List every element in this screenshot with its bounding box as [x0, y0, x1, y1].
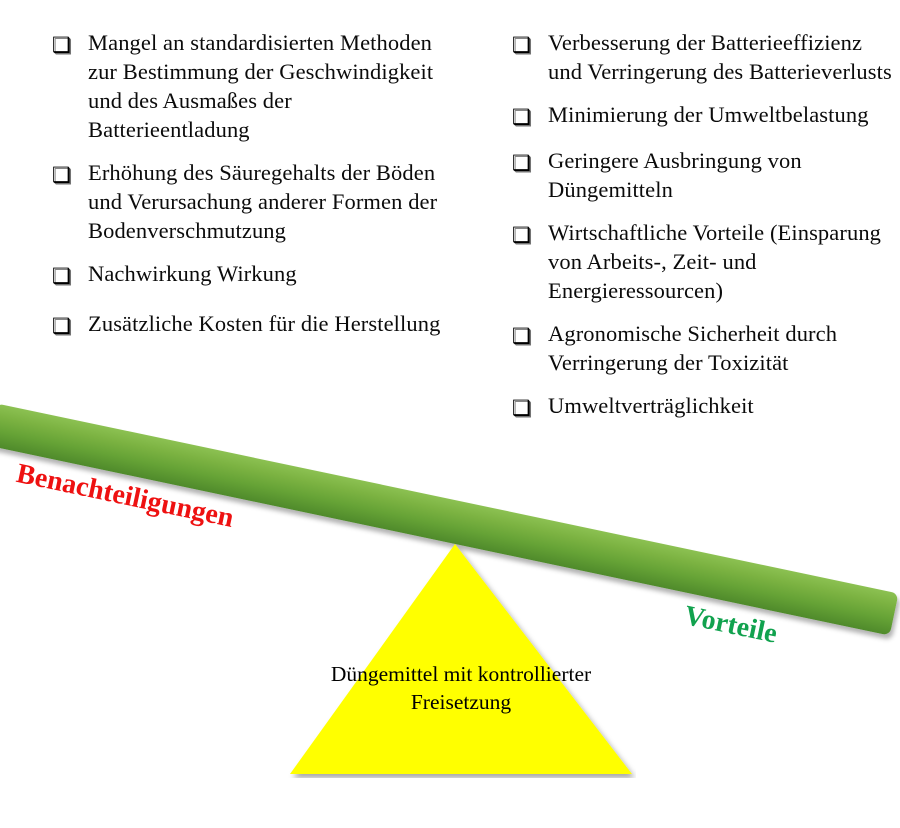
fulcrum-label: Düngemittel mit kontrollierter Freisetzu… [330, 662, 592, 714]
list-item: ❑ Nachwirkung Wirkung [52, 259, 452, 291]
checkbox-bullet-icon: ❑ [512, 223, 531, 247]
list-item: ❑ Umweltverträglichkeit [512, 391, 892, 423]
list-item-text: Wirtschaftliche Vorteile (Einsparung von… [548, 220, 882, 303]
checkbox-bullet-icon: ❑ [512, 105, 531, 129]
checkbox-bullet-icon: ❑ [512, 396, 531, 420]
list-item: ❑ Erhöhung des Säuregehalts der Böden un… [52, 158, 452, 245]
disadvantages-side-label: Benachteiligungen [13, 457, 237, 534]
list-item-text: Erhöhung des Säuregehalts der Böden und … [88, 160, 438, 243]
checkbox-bullet-icon: ❑ [52, 33, 71, 57]
disadvantages-bullet-list: ❑ Mangel an standardisierten Methoden zu… [52, 0, 452, 355]
advantages-side-label: Vorteile [681, 600, 780, 650]
advantages-bullet-list: ❑ Verbesserung der Batterieeffizienz und… [512, 0, 892, 437]
list-item: ❑ Geringere Ausbringung von Düngemitteln [512, 146, 892, 204]
checkbox-bullet-icon: ❑ [512, 324, 531, 348]
list-item-text: Mangel an standardisierten Methoden zur … [88, 30, 434, 142]
checkbox-bullet-icon: ❑ [52, 163, 71, 187]
list-item: ❑ Wirtschaftliche Vorteile (Einsparung v… [512, 218, 892, 305]
fulcrum-triangle-group: Düngemittel mit kontrollierter Freisetzu… [286, 540, 636, 778]
checkbox-bullet-icon: ❑ [52, 314, 71, 338]
list-item-text: Umweltverträglichkeit [548, 393, 754, 418]
checkbox-bullet-icon: ❑ [512, 33, 531, 57]
list-item-text: Agronomische Sicherheit durch Verringeru… [548, 321, 838, 375]
list-item: ❑ Zusätzliche Kosten für die Herstellung [52, 309, 452, 341]
list-item-text: Geringere Ausbringung von Düngemitteln [548, 148, 802, 202]
list-item: ❑ Agronomische Sicherheit durch Verringe… [512, 319, 892, 377]
checkbox-bullet-icon: ❑ [52, 264, 71, 288]
list-item-text: Minimierung der Umweltbelastung [548, 102, 869, 127]
list-item: ❑ Mangel an standardisierten Methoden zu… [52, 28, 452, 144]
list-item: ❑ Minimierung der Umweltbelastung [512, 100, 892, 132]
checkbox-bullet-icon: ❑ [512, 151, 531, 175]
list-item: ❑ Verbesserung der Batterieeffizienz und… [512, 28, 892, 86]
fulcrum-triangle-icon [290, 544, 632, 774]
list-item-text: Verbesserung der Batterieeffizienz und V… [548, 30, 892, 84]
list-item-text: Nachwirkung Wirkung [88, 261, 297, 286]
list-item-text: Zusätzliche Kosten für die Herstellung [88, 311, 441, 336]
